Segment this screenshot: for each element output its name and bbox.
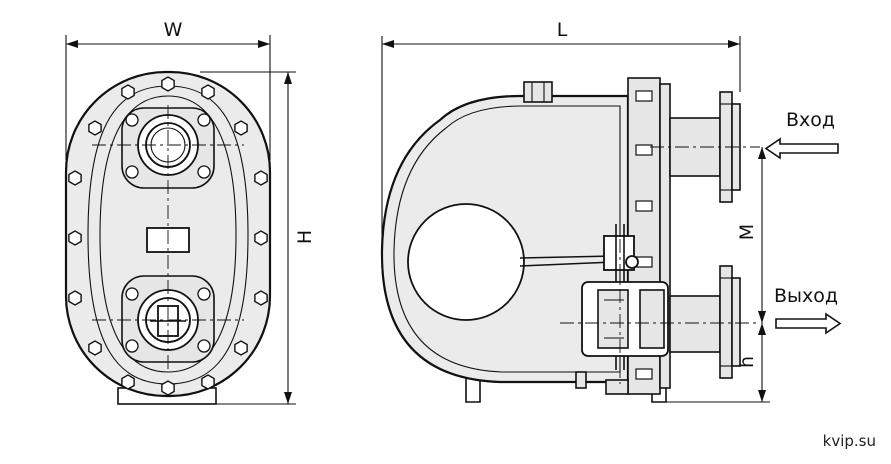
dimension-l-label: L [557, 19, 568, 41]
cover-bolt [635, 200, 653, 212]
dimension-w: W [65, 19, 271, 160]
port-bolt [125, 165, 139, 179]
port-bolt [125, 287, 139, 301]
bolt [201, 374, 215, 390]
cover-bolt [635, 368, 653, 380]
dimension-h-label: H [294, 230, 316, 244]
port-bolt [197, 339, 211, 353]
drain-boss [605, 379, 629, 395]
cover-bolt [635, 90, 653, 102]
bolt [121, 84, 135, 100]
dimension-h-small: h [666, 323, 770, 403]
port-bolt [125, 113, 139, 127]
bolt [68, 230, 82, 246]
top-boss [523, 81, 553, 103]
dimension-h-small-label: h [736, 356, 758, 368]
bolt [88, 120, 102, 136]
bolt [234, 120, 248, 136]
cover-plate [659, 83, 671, 389]
port-bolt [197, 165, 211, 179]
side-view [380, 77, 760, 403]
front-view [64, 70, 272, 405]
valve-orifice [639, 289, 665, 349]
bolt [161, 76, 175, 92]
outlet-flange-face [731, 277, 741, 367]
pivot-pin [625, 255, 639, 269]
bolt [254, 290, 268, 306]
port-bolts [125, 113, 211, 353]
valve-seat [597, 289, 629, 349]
dimension-h: H [200, 71, 316, 405]
port-bolt [125, 339, 139, 353]
bolt [88, 340, 102, 356]
bolt [121, 374, 135, 390]
drain-plug [575, 371, 587, 389]
cover-bolt [635, 144, 653, 156]
left-foot [465, 368, 481, 403]
bolt [254, 170, 268, 186]
bolt [234, 340, 248, 356]
outlet-label: Выход [774, 285, 838, 307]
bolt [201, 84, 215, 100]
bolt [68, 290, 82, 306]
bolt [254, 230, 268, 246]
outlet-nozzle [669, 295, 721, 353]
arrow-right-icon [775, 312, 842, 335]
inlet-label: Вход [786, 109, 835, 131]
dimension-m-label: M [736, 224, 758, 240]
bolt [68, 170, 82, 186]
perimeter-bolts [68, 76, 268, 396]
dimension-m: M [736, 147, 766, 323]
float-ball [407, 203, 525, 321]
port-bolt [197, 287, 211, 301]
port-bolt [197, 113, 211, 127]
bolt [161, 380, 175, 396]
arrow-left-icon [764, 137, 839, 160]
watermark: kvip.su [823, 432, 876, 450]
dimension-l: L [381, 19, 741, 250]
dimension-w-label: W [164, 19, 183, 41]
side-inner-shell [393, 105, 621, 373]
outlet-flange [719, 265, 733, 379]
float-lever [519, 255, 615, 259]
